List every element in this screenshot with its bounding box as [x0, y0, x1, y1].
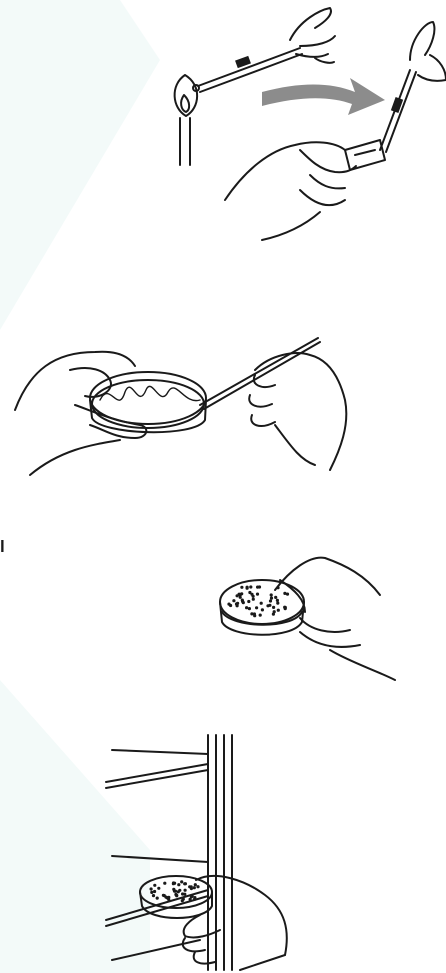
hand-icon [290, 8, 335, 63]
colony-dot [182, 898, 185, 901]
panel-colonies [0, 550, 446, 690]
colony-dot [273, 610, 276, 613]
colony-dot [152, 894, 155, 897]
colony-dot [193, 896, 196, 899]
colony-dot [240, 586, 243, 589]
colony-dot [270, 597, 273, 600]
test-tube-icon [345, 140, 385, 170]
hand-icon [380, 22, 446, 152]
colony-dot [272, 606, 275, 609]
panel-streak-plate [0, 330, 446, 490]
colony-dot [276, 599, 279, 602]
colony-dot [259, 614, 262, 617]
colony-dot [232, 599, 235, 602]
colony-dot [175, 894, 178, 897]
colony-dot [246, 586, 249, 589]
transfer-arrow-icon [262, 78, 385, 115]
colony-dot [172, 881, 175, 884]
colony-dot [153, 890, 156, 893]
colony-dot [248, 607, 251, 610]
colony-dot [227, 603, 230, 606]
colony-dot [277, 609, 280, 612]
colony-dot [183, 882, 186, 885]
colony-dot [150, 891, 153, 894]
colony-dot [269, 599, 272, 602]
colony-dot [167, 898, 170, 901]
colony-dot [283, 592, 286, 595]
inoculating-loop-icon [193, 48, 302, 92]
colony-dot [174, 890, 177, 893]
colony-dot [241, 600, 244, 603]
colony-dot [236, 602, 239, 605]
colony-dot [150, 887, 153, 890]
panel-incubator [0, 730, 446, 973]
colony-dot [156, 897, 159, 900]
colony-dot [261, 608, 264, 611]
colony-dot [248, 591, 251, 594]
colony-dot [157, 887, 160, 890]
colony-dot [270, 593, 273, 596]
hand-icon [15, 352, 146, 475]
colony-dot [181, 892, 184, 895]
hand-icon [225, 142, 356, 240]
colony-dot [284, 607, 287, 610]
colony-dot [239, 596, 242, 599]
colony-dot [276, 602, 279, 605]
colony-dot [196, 885, 199, 888]
colony-dot [193, 886, 196, 889]
colony-dot [238, 593, 241, 596]
colony-dot [256, 586, 259, 589]
colony-dot [177, 883, 180, 886]
colony-dot [266, 604, 269, 607]
colony-dot [245, 606, 248, 609]
colony-dot [184, 889, 187, 892]
hand-icon [249, 353, 346, 470]
panel-flame-sterilize [0, 0, 446, 260]
petri-dish-icon [90, 372, 206, 432]
colony-dot [260, 602, 263, 605]
colony-dot [194, 883, 197, 886]
colony-dot [247, 600, 250, 603]
inoculating-loop-icon [200, 338, 320, 409]
colony-dot [188, 885, 191, 888]
colony-dot [180, 880, 183, 883]
colony-dot [189, 898, 192, 901]
colony-dot [249, 585, 252, 588]
colony-dot [178, 889, 181, 892]
incubator-shelf-icon [106, 735, 232, 970]
colony-dot [256, 593, 259, 596]
colony-dot [163, 882, 166, 885]
colony-dot [153, 884, 156, 887]
hand-icon [183, 876, 287, 970]
colony-dot [252, 598, 255, 601]
colony-dot [255, 606, 258, 609]
colony-dot [253, 614, 256, 617]
colony-dot [274, 596, 277, 599]
colony-dot [164, 896, 167, 899]
